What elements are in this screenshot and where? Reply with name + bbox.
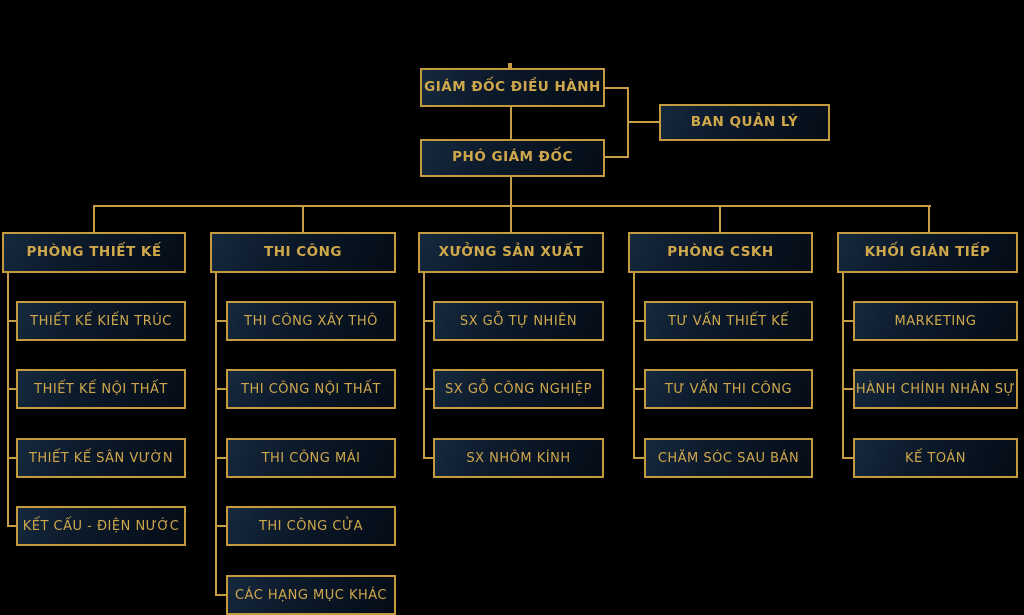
connector-stub xyxy=(423,388,433,390)
connector-rail-col5 xyxy=(842,273,844,458)
node-cskh-construction-consult: TƯ VẤN THI CÔNG xyxy=(644,369,813,409)
connector-stub xyxy=(633,388,644,390)
connector-stub xyxy=(633,457,644,459)
connector-rail-col4 xyxy=(633,273,635,458)
node-dept-customer-care-header: PHÒNG CSKH xyxy=(628,232,813,273)
node-factory-natural-wood: SX GỖ TỰ NHIÊN xyxy=(433,301,604,341)
connector-stub xyxy=(842,320,853,322)
connector-deputy-right-stub xyxy=(603,156,629,158)
connector-stub xyxy=(215,525,226,527)
node-design-architecture: THIẾT KẾ KIẾN TRÚC xyxy=(16,301,186,341)
connector-stub xyxy=(215,320,226,322)
connector-exec-to-deputy xyxy=(510,107,512,139)
node-design-structure-mep: KẾT CẤU - ĐIỆN NƯỚC xyxy=(16,506,186,546)
connector-stub xyxy=(842,457,853,459)
node-indirect-accounting: KẾ TOÁN xyxy=(853,438,1018,478)
node-dept-design-header: PHÒNG THIẾT KẾ xyxy=(2,232,186,273)
node-factory-industrial-wood: SX GỖ CÔNG NGHIỆP xyxy=(433,369,604,409)
connector-stub xyxy=(215,388,226,390)
connector-rail-col1 xyxy=(7,273,9,526)
connector-stub xyxy=(7,320,16,322)
node-deputy-director: PHÓ GIÁM ĐỐC xyxy=(420,139,605,177)
node-indirect-marketing: MARKETING xyxy=(853,301,1018,341)
connector-stub xyxy=(7,457,16,459)
connector-bracket-vertical xyxy=(627,87,629,158)
connector-top-nub xyxy=(508,63,512,68)
node-dept-indirect-header: KHỐI GIÁN TIẾP xyxy=(837,232,1018,273)
node-dept-construction-header: THI CÔNG xyxy=(210,232,396,273)
node-construction-interior: THI CÔNG NỘI THẤT xyxy=(226,369,396,409)
node-executive-director: GIÁM ĐỐC ĐIỀU HÀNH xyxy=(420,68,605,107)
connector-drop-col3 xyxy=(510,205,512,233)
node-cskh-design-consult: TƯ VẤN THIẾT KẾ xyxy=(644,301,813,341)
connector-stub xyxy=(215,457,226,459)
connector-stub xyxy=(215,594,226,596)
connector-stub xyxy=(7,525,16,527)
connector-drop-col2 xyxy=(302,205,304,233)
node-construction-doors: THI CÔNG CỬA xyxy=(226,506,396,546)
node-construction-other: CÁC HẠNG MỤC KHÁC xyxy=(226,575,396,615)
connector-drop-col5 xyxy=(928,205,930,233)
node-factory-aluminum-glass: SX NHÔM KÍNH xyxy=(433,438,604,478)
node-construction-roof: THI CÔNG MÁI xyxy=(226,438,396,478)
node-management-board: BAN QUẢN LÝ xyxy=(659,104,830,141)
node-indirect-hr-admin: HÀNH CHÍNH NHÂN SỰ xyxy=(853,369,1018,409)
node-design-garden: THIẾT KẾ SÂN VƯỜN xyxy=(16,438,186,478)
connector-to-board xyxy=(629,121,659,123)
connector-stub xyxy=(423,457,433,459)
node-construction-rough: THI CÔNG XÂY THÔ xyxy=(226,301,396,341)
connector-distribution-line xyxy=(93,205,931,207)
node-dept-factory-header: XƯỞNG SẢN XUẤT xyxy=(418,232,604,273)
connector-stub xyxy=(633,320,644,322)
node-cskh-after-sales: CHĂM SÓC SAU BÁN xyxy=(644,438,813,478)
node-design-interior: THIẾT KẾ NỘI THẤT xyxy=(16,369,186,409)
connector-deputy-drop xyxy=(510,177,512,206)
connector-stub xyxy=(7,388,16,390)
connector-stub xyxy=(423,320,433,322)
connector-drop-col4 xyxy=(719,205,721,233)
connector-rail-col3 xyxy=(423,273,425,458)
connector-drop-col1 xyxy=(93,205,95,233)
connector-stub xyxy=(842,388,853,390)
connector-rail-col2 xyxy=(215,273,217,595)
connector-exec-right-stub xyxy=(603,87,629,89)
